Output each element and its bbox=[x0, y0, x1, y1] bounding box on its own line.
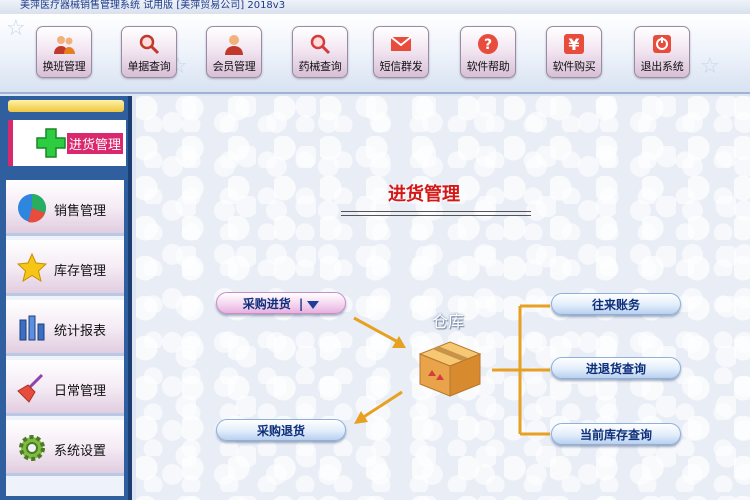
medicine-query-label: 药械查询 bbox=[298, 60, 342, 73]
shift-management-label: 换班管理 bbox=[42, 60, 86, 73]
users-icon bbox=[54, 36, 75, 54]
sidebar-item-sales-management[interactable]: 销售管理 bbox=[6, 180, 124, 236]
search-icon bbox=[139, 34, 160, 55]
software-help-label: 软件帮助 bbox=[466, 60, 510, 73]
purchase-in-label: 采购进货 bbox=[242, 297, 291, 311]
star-icon bbox=[16, 252, 48, 283]
yen-icon: ¥ bbox=[564, 34, 584, 54]
software-purchase-label: 软件购买 bbox=[552, 60, 596, 73]
accounts-button[interactable]: 往来账务 bbox=[551, 293, 681, 315]
exit-icon bbox=[653, 35, 671, 53]
envelope-icon bbox=[390, 36, 412, 51]
star-decoration-icon: ☆ bbox=[700, 54, 720, 79]
svg-text:¥: ¥ bbox=[568, 35, 579, 54]
plus-icon bbox=[36, 128, 66, 158]
stock-query-button[interactable]: 当前库存查询 bbox=[551, 423, 681, 445]
help-icon: ? bbox=[478, 34, 498, 54]
document-query-label: 单据查询 bbox=[127, 60, 171, 73]
sidebar-item-daily-management[interactable]: 日常管理 bbox=[6, 360, 124, 416]
purchase-return-button[interactable]: 采购退货 bbox=[216, 419, 346, 441]
magnifier-icon bbox=[310, 34, 331, 55]
shift-management-button[interactable]: 换班管理 bbox=[36, 26, 92, 78]
member-management-button[interactable]: 会员管理 bbox=[206, 26, 262, 78]
purchase-return-label: 采购退货 bbox=[256, 424, 305, 438]
chevron-down-icon[interactable] bbox=[307, 300, 320, 309]
accounts-label: 往来账务 bbox=[591, 298, 640, 312]
broom-icon bbox=[17, 373, 44, 403]
sms-broadcast-label: 短信群发 bbox=[379, 60, 423, 73]
member-icon bbox=[225, 35, 243, 55]
purchase-in-button[interactable]: 采购进货 | bbox=[216, 292, 346, 314]
sidebar-item-label: 统计报表 bbox=[54, 324, 107, 339]
gear-icon bbox=[19, 435, 45, 461]
sidebar-item-label: 进货管理 bbox=[67, 133, 124, 154]
main-content: 进货管理 仓库 采购进货 | 采购退货 往来账务 进退货查询 当前库存查询 bbox=[136, 96, 750, 500]
document-query-button[interactable]: 单据查询 bbox=[121, 26, 177, 78]
svg-text:?: ? bbox=[484, 37, 492, 53]
exit-system-label: 退出系统 bbox=[640, 60, 684, 73]
in-return-query-label: 进退货查询 bbox=[585, 362, 646, 376]
sidebar-item-statistics-report[interactable]: 统计报表 bbox=[6, 300, 124, 356]
dropdown-separator: | bbox=[298, 297, 304, 311]
software-help-button[interactable]: ? 软件帮助 bbox=[460, 26, 516, 78]
sidebar: 进货管理 销售管理 库存管理 统计报表 日常管理 bbox=[0, 96, 132, 500]
sidebar-header-bar bbox=[8, 100, 124, 112]
member-management-label: 会员管理 bbox=[212, 60, 256, 73]
window-title-bar: 美萍医疗器械销售管理系统 试用版 [美萍贸易公司] 2018v3 bbox=[0, 0, 750, 14]
sidebar-item-label: 系统设置 bbox=[54, 444, 107, 459]
in-return-query-button[interactable]: 进退货查询 bbox=[551, 357, 681, 379]
sidebar-menu-panel: 销售管理 库存管理 统计报表 日常管理 系统设置 bbox=[6, 180, 124, 496]
sidebar-item-system-settings[interactable]: 系统设置 bbox=[6, 420, 124, 476]
pie-chart-icon bbox=[18, 194, 46, 223]
window-title: 美萍医疗器械销售管理系统 试用版 [美萍贸易公司] 2018v3 bbox=[20, 0, 286, 11]
sidebar-item-inventory-management[interactable]: 库存管理 bbox=[6, 240, 124, 296]
exit-system-button[interactable]: 退出系统 bbox=[634, 26, 690, 78]
sidebar-item-label: 日常管理 bbox=[54, 384, 107, 399]
sms-broadcast-button[interactable]: 短信群发 bbox=[373, 26, 429, 78]
main-toolbar: ☆ ☆ ☆ ☆ 换班管理 单据查询 会员管理 药械查询 短信群发 ? bbox=[0, 14, 750, 94]
warehouse-box-icon[interactable] bbox=[416, 336, 484, 398]
software-purchase-button[interactable]: ¥ 软件购买 bbox=[546, 26, 602, 78]
medicine-query-button[interactable]: 药械查询 bbox=[292, 26, 348, 78]
page-title: 进货管理 bbox=[388, 184, 460, 205]
sidebar-item-purchase-management[interactable]: 进货管理 bbox=[8, 120, 126, 166]
bar-chart-icon bbox=[19, 315, 45, 341]
sidebar-item-label: 销售管理 bbox=[54, 204, 107, 219]
star-decoration-icon: ☆ bbox=[6, 16, 26, 41]
stock-query-label: 当前库存查询 bbox=[579, 428, 652, 442]
warehouse-label: 仓库 bbox=[432, 312, 465, 331]
sidebar-item-label: 库存管理 bbox=[54, 264, 107, 279]
title-underline bbox=[341, 211, 531, 212]
title-underline bbox=[341, 215, 531, 216]
